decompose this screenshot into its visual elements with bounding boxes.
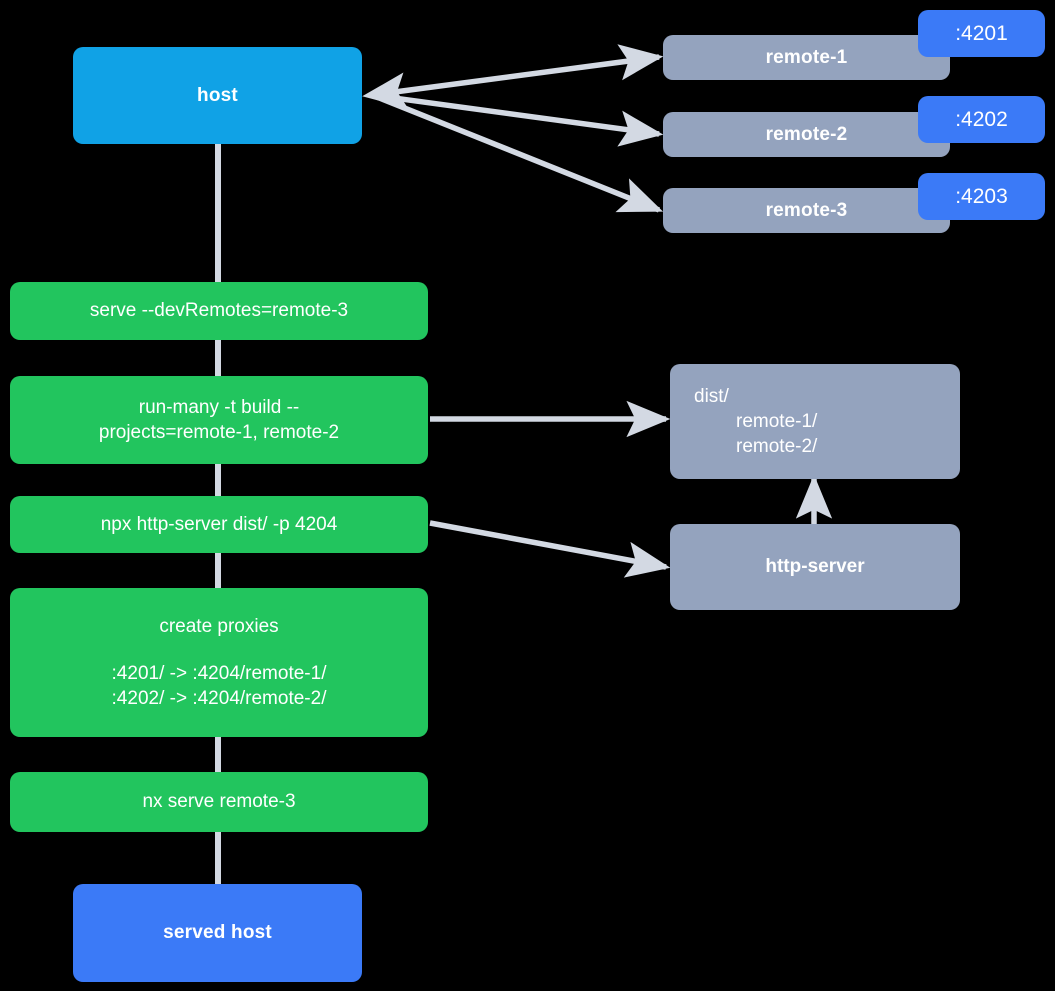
node-command-nx-serve-remote-3[interactable]: nx serve remote-3 bbox=[10, 772, 428, 832]
node-remote-2-label: remote-2 bbox=[765, 123, 848, 145]
node-served-host-label: served host bbox=[163, 922, 272, 944]
port-badge-remote-2[interactable]: :4202 bbox=[918, 96, 1045, 143]
command-nx-serve-remote-3-line-1: nx serve remote-3 bbox=[142, 791, 296, 813]
node-http-server-label: http-server bbox=[765, 556, 865, 578]
node-remote-1-label: remote-1 bbox=[765, 46, 848, 68]
node-remote-3-label: remote-3 bbox=[765, 199, 848, 221]
node-remote-2[interactable]: remote-2 bbox=[663, 112, 950, 157]
command-create-proxies-line-2: :4201/ -> :4204/remote-1/ bbox=[111, 662, 327, 684]
node-dist-folder[interactable]: dist/ remote-1/ remote-2/ bbox=[670, 364, 960, 479]
port-badge-remote-3-label: :4203 bbox=[955, 184, 1008, 208]
node-remote-1[interactable]: remote-1 bbox=[663, 35, 950, 80]
edge-host-to-remotes bbox=[362, 44, 664, 213]
edge-npx-to-http-server bbox=[429, 520, 671, 578]
node-command-run-many-build[interactable]: run-many -t build -- projects=remote-1, … bbox=[10, 376, 428, 464]
command-serve-dev-remotes-line-1: serve --devRemotes=remote-3 bbox=[89, 300, 349, 322]
port-badge-remote-2-label: :4202 bbox=[955, 107, 1008, 131]
node-served-host[interactable]: served host bbox=[73, 884, 362, 982]
command-create-proxies-line-1: create proxies bbox=[159, 615, 279, 637]
port-badge-remote-1-label: :4201 bbox=[955, 21, 1008, 45]
command-run-many-build-line-2: projects=remote-1, remote-2 bbox=[98, 422, 340, 443]
command-create-proxies-line-3: :4202/ -> :4204/remote-2/ bbox=[111, 688, 327, 710]
node-command-serve-dev-remotes[interactable]: serve --devRemotes=remote-3 bbox=[10, 282, 428, 340]
dist-line-root: dist/ bbox=[694, 385, 729, 407]
node-command-npx-http-server[interactable]: npx http-server dist/ -p 4204 bbox=[10, 496, 428, 553]
node-command-create-proxies[interactable]: create proxies :4201/ -> :4204/remote-1/… bbox=[10, 588, 428, 737]
node-host[interactable]: host bbox=[73, 47, 362, 144]
node-host-label: host bbox=[197, 84, 238, 106]
port-badge-remote-1[interactable]: :4201 bbox=[918, 10, 1045, 57]
port-badge-remote-3[interactable]: :4203 bbox=[918, 173, 1045, 220]
command-npx-http-server-line-1: npx http-server dist/ -p 4204 bbox=[100, 513, 338, 535]
node-http-server[interactable]: http-server bbox=[670, 524, 960, 610]
command-run-many-build-line-1: run-many -t build -- bbox=[138, 396, 300, 418]
dist-line-remote-1: remote-1/ bbox=[736, 410, 818, 432]
dist-line-remote-2: remote-2/ bbox=[736, 436, 818, 458]
node-remote-3[interactable]: remote-3 bbox=[663, 188, 950, 233]
